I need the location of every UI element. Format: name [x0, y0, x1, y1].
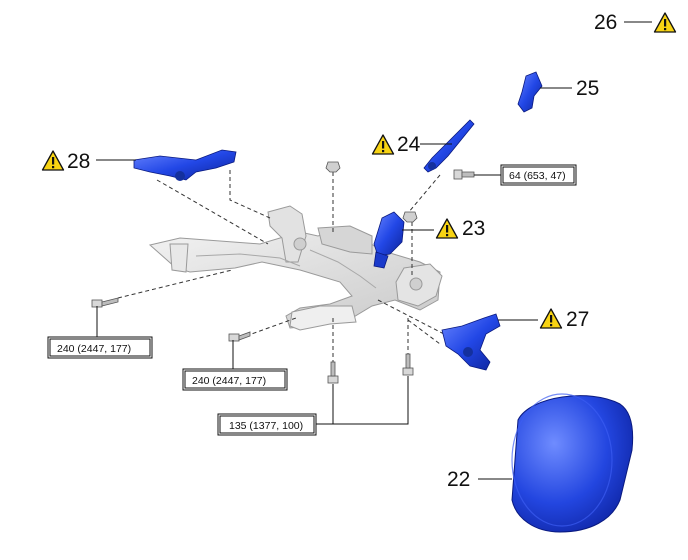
callout-22: 22	[447, 468, 512, 491]
callout-number-27: 27	[566, 308, 589, 331]
bolt-left-upper	[91, 297, 119, 308]
callout-number-25: 25	[576, 77, 599, 100]
part-27-lower-arm	[441, 313, 501, 371]
suspension-subframe-assembly	[148, 205, 443, 331]
callout-number-22: 22	[447, 468, 470, 491]
callout-28: 28	[41, 150, 136, 173]
nut-near-23	[402, 211, 418, 223]
torque-label-240-lower: 240 (2447, 177)	[192, 375, 266, 387]
assembly-guide-lines	[117, 170, 445, 362]
bolts	[91, 161, 475, 384]
nut-top-center	[325, 161, 341, 173]
bolt-center-lower	[327, 361, 339, 384]
part-23-knuckle-boot	[373, 211, 405, 269]
warning-triangle-icon	[539, 308, 563, 329]
torque-label-64: 64 (653, 47)	[509, 170, 566, 182]
torque-label-135: 135 (1377, 100)	[229, 420, 303, 432]
bolt-left-lower	[228, 331, 251, 342]
torque-box-64: 64 (653, 47)	[474, 164, 577, 186]
callout-23: 23	[402, 217, 485, 240]
callout-number-28: 28	[67, 150, 90, 173]
bolt-strut-top	[453, 169, 475, 180]
callout-number-23: 23	[462, 217, 485, 240]
callout-24: 24	[371, 133, 452, 156]
torque-box-135: 135 (1377, 100)	[217, 376, 409, 436]
warning-triangle-icon	[371, 134, 395, 155]
warning-triangle-icon	[435, 218, 459, 239]
warning-triangle-icon	[41, 150, 65, 171]
callout-number-24: 24	[397, 133, 421, 156]
part-25-bracket	[517, 71, 543, 113]
callout-25: 25	[540, 77, 599, 100]
callout-number-26: 26	[594, 11, 617, 34]
bolt-right-lower	[402, 353, 414, 376]
torque-box-240-lower: 240 (2447, 177)	[182, 340, 288, 391]
callout-27: 27	[498, 308, 589, 331]
callout-26: 26	[594, 11, 677, 34]
warning-triangle-icon	[653, 12, 677, 33]
part-22-tire	[511, 393, 634, 533]
part-24-stabilizer-link	[423, 119, 475, 173]
part-28-upper-arm	[133, 149, 237, 181]
torque-label-240-upper: 240 (2447, 177)	[57, 343, 131, 355]
torque-box-240-upper: 240 (2447, 177)	[47, 306, 153, 359]
